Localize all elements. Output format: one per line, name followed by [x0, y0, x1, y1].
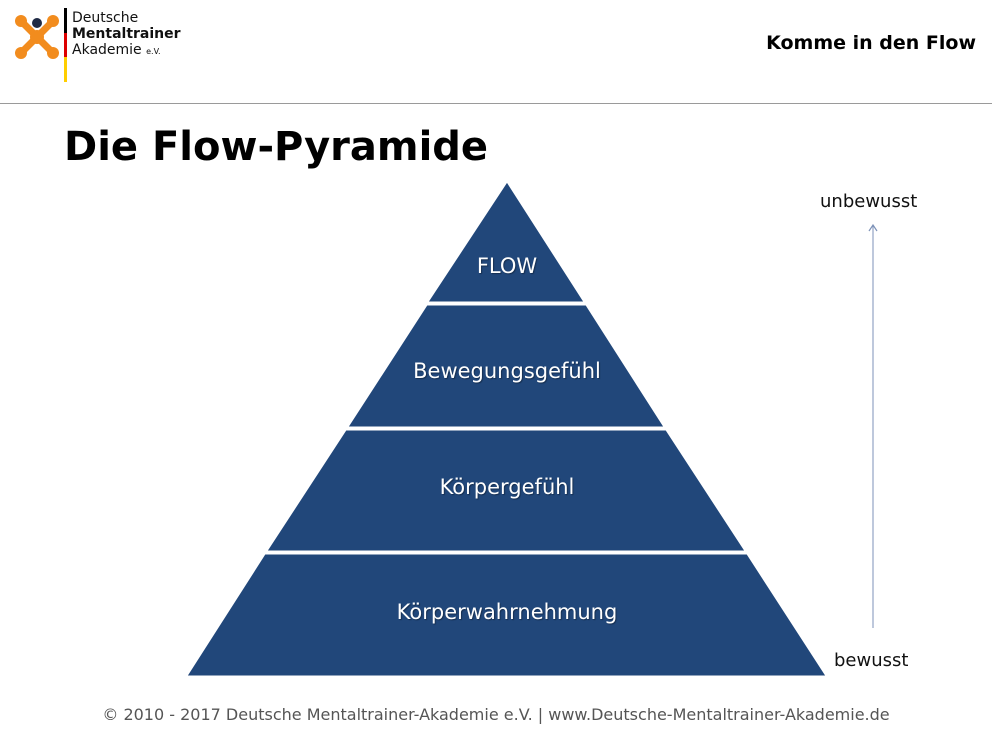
academy-logo[interactable]: Deutsche Mentaltrainer Akademie e.V.	[12, 8, 192, 84]
people-network-logo-icon	[15, 15, 59, 59]
pyramid-level-flow	[427, 181, 585, 303]
footer-copyright: © 2010 - 2017 Deutsche Mentaltrainer-Aka…	[102, 705, 890, 724]
pyramid-label-koerpergefuehl: Körpergefühl	[439, 475, 575, 499]
pyramid-level-bewegungsgefuehl	[347, 304, 665, 428]
axis-label-unbewusst: unbewusst	[820, 191, 918, 212]
pyramid-label-koerperwahrnehmung: Körperwahrnehmung	[396, 600, 618, 624]
logo-wordmark: Deutsche Mentaltrainer Akademie e.V.	[72, 10, 181, 60]
logo-line-1: Deutsche	[72, 10, 139, 26]
pyramid-label-flow: FLOW	[476, 254, 538, 278]
pyramid-label-bewegungsgefuehl: Bewegungsgefühl	[413, 359, 601, 383]
page-title: Die Flow-Pyramide	[64, 124, 489, 170]
pyramid-level-koerperwahrnehmung	[186, 553, 827, 677]
pyramid-level-koerpergefuehl	[266, 429, 746, 552]
logo-suffix: e.V.	[146, 47, 161, 56]
logo-line-3: Akademie	[72, 42, 142, 58]
german-flag-stripe	[64, 8, 67, 82]
header-title: Komme in den Flow	[766, 32, 976, 54]
header-divider	[0, 103, 992, 104]
header: Deutsche Mentaltrainer Akademie e.V. Kom…	[0, 0, 992, 104]
axis-label-bewusst: bewusst	[834, 650, 909, 671]
logo-line-2: Mentaltrainer	[72, 26, 181, 42]
